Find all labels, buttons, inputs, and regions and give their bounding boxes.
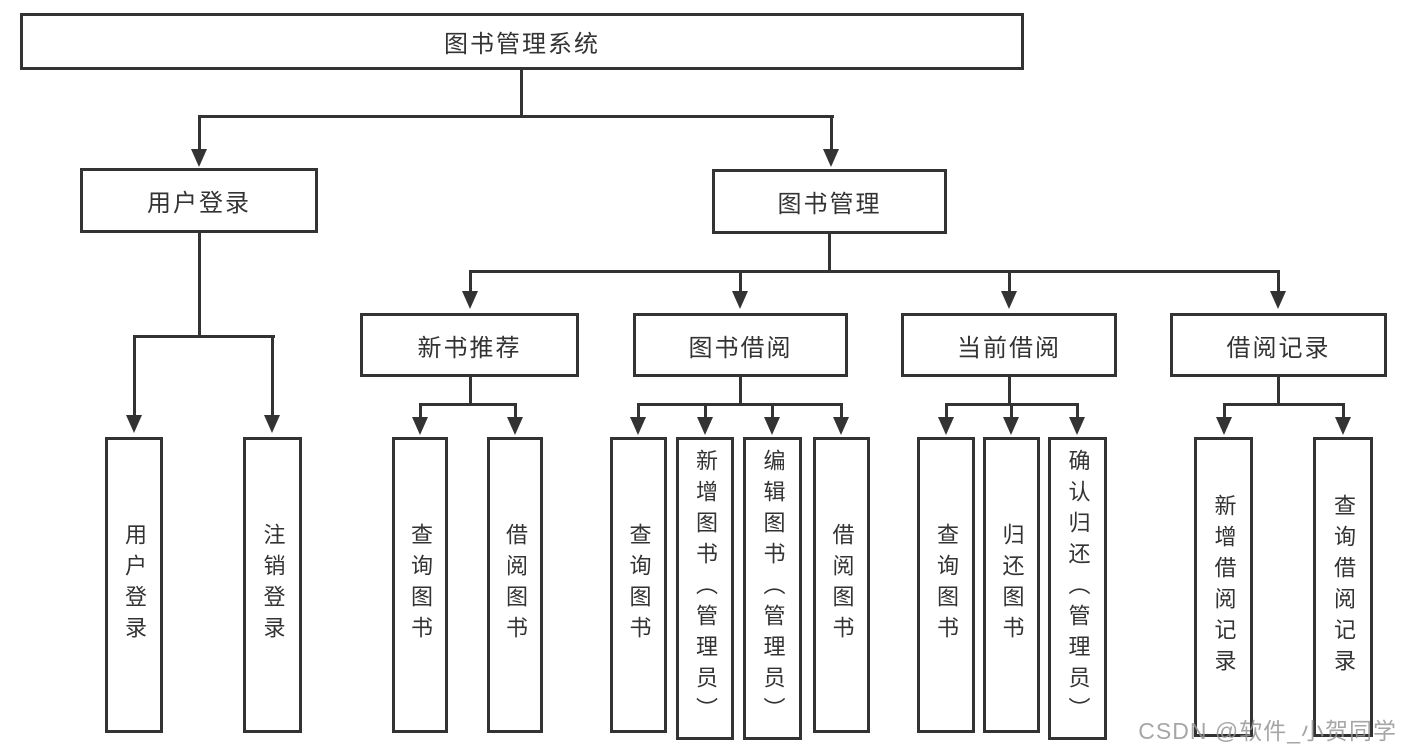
leaf-confirm-return-admin: 确认归还（管理员）	[1048, 437, 1107, 740]
connector-vline	[840, 403, 843, 419]
arrowhead	[264, 415, 280, 433]
connector-hline	[469, 270, 1280, 273]
node-new-book-recommend: 新书推荐	[360, 313, 579, 377]
arrowhead	[938, 417, 954, 435]
leaf-edit-book-admin: 编辑图书（管理员）	[743, 437, 802, 740]
leaf-return-book: 归还图书	[983, 437, 1040, 733]
connector-vline	[1010, 403, 1013, 419]
leaf-query-books-current: 查询图书	[917, 437, 975, 733]
leaf-user-login-label: 用户登录	[122, 523, 147, 647]
connector-vline	[520, 69, 523, 118]
connector-vline	[1277, 270, 1280, 293]
connector-vline	[469, 270, 472, 293]
node-borrow-records-label: 借阅记录	[1226, 334, 1331, 362]
connector-vline	[1342, 403, 1345, 419]
connector-vline	[198, 115, 201, 151]
arrowhead	[1069, 417, 1085, 435]
connector-vline	[1223, 403, 1226, 419]
leaf-logout-label: 注销登录	[260, 523, 286, 647]
connector-vline	[469, 377, 472, 405]
connector-vline	[739, 270, 742, 293]
leaf-query-borrow-record: 查询借阅记录	[1313, 437, 1373, 737]
connector-hline	[419, 403, 517, 406]
node-root: 图书管理系统	[20, 13, 1024, 70]
leaf-add-book-admin-label: 新增图书（管理员）	[693, 449, 718, 728]
leaf-query-books-recommend: 查询图书	[392, 437, 448, 733]
leaf-query-books-borrow: 查询图书	[610, 437, 667, 733]
arrowhead	[764, 417, 780, 435]
arrowhead	[1216, 417, 1232, 435]
connector-vline	[1277, 377, 1280, 405]
watermark: CSDN @软件_小贺同学	[1138, 718, 1397, 744]
node-current-borrow-label: 当前借阅	[957, 334, 1061, 362]
connector-vline	[133, 335, 136, 417]
connector-vline	[704, 403, 707, 419]
node-new-book-recommend-label: 新书推荐	[417, 334, 522, 362]
leaf-add-borrow-record-label: 新增借阅记录	[1211, 494, 1237, 680]
connector-hline	[133, 335, 275, 338]
connector-vline	[637, 403, 640, 419]
connector-vline	[945, 403, 948, 419]
arrowhead	[823, 149, 839, 167]
connector-vline	[514, 403, 517, 419]
arrowhead	[462, 291, 478, 309]
connector-vline	[771, 403, 774, 419]
leaf-edit-book-admin-label: 编辑图书（管理员）	[760, 449, 786, 728]
arrowhead	[1001, 291, 1017, 309]
leaf-query-books-current-label: 查询图书	[934, 523, 959, 647]
node-borrow-records: 借阅记录	[1170, 313, 1387, 377]
connector-vline	[198, 233, 201, 338]
leaf-confirm-return-admin-label: 确认归还（管理员）	[1065, 449, 1091, 728]
node-book-borrow-label: 图书借阅	[688, 334, 793, 362]
leaf-logout: 注销登录	[243, 437, 302, 733]
arrowhead	[1003, 417, 1019, 435]
leaf-borrow-books-2-label: 借阅图书	[829, 523, 855, 647]
leaf-query-books-recommend-label: 查询图书	[408, 523, 433, 647]
connector-vline	[830, 115, 833, 151]
leaf-borrow-books-2: 借阅图书	[813, 437, 870, 733]
leaf-user-login: 用户登录	[105, 437, 163, 733]
leaf-query-borrow-record-label: 查询借阅记录	[1331, 494, 1356, 680]
node-user-login-label: 用户登录	[147, 190, 251, 217]
connector-hline	[198, 115, 834, 118]
arrowhead	[697, 417, 713, 435]
node-book-management-label: 图书管理	[777, 191, 882, 218]
node-current-borrow: 当前借阅	[901, 313, 1117, 377]
leaf-borrow-books-recommend: 借阅图书	[487, 437, 543, 733]
leaf-return-book-label: 归还图书	[999, 523, 1025, 647]
connector-vline	[739, 377, 742, 405]
node-book-management: 图书管理	[712, 169, 947, 234]
leaf-add-book-admin: 新增图书（管理员）	[676, 437, 734, 740]
arrowhead	[1335, 417, 1351, 435]
node-book-borrow: 图书借阅	[633, 313, 848, 377]
arrowhead	[412, 417, 428, 435]
arrowhead	[507, 417, 523, 435]
connector-vline	[828, 233, 831, 273]
arrowhead	[630, 417, 646, 435]
leaf-add-borrow-record: 新增借阅记录	[1194, 437, 1253, 737]
connector-hline	[637, 403, 843, 406]
leaf-borrow-books-recommend-label: 借阅图书	[503, 523, 528, 647]
leaf-query-books-borrow-label: 查询图书	[626, 523, 652, 647]
connector-vline	[1076, 403, 1079, 419]
arrowhead	[1270, 291, 1286, 309]
connector-vline	[419, 403, 422, 419]
connector-vline	[1008, 377, 1011, 405]
connector-vline	[1008, 270, 1011, 293]
arrowhead	[191, 149, 207, 167]
node-root-label: 图书管理系统	[444, 31, 600, 58]
arrowhead	[732, 291, 748, 309]
connector-vline	[271, 335, 274, 417]
connector-hline	[1223, 403, 1344, 406]
arrowhead	[126, 415, 142, 433]
arrowhead	[833, 417, 849, 435]
node-user-login: 用户登录	[80, 168, 318, 233]
